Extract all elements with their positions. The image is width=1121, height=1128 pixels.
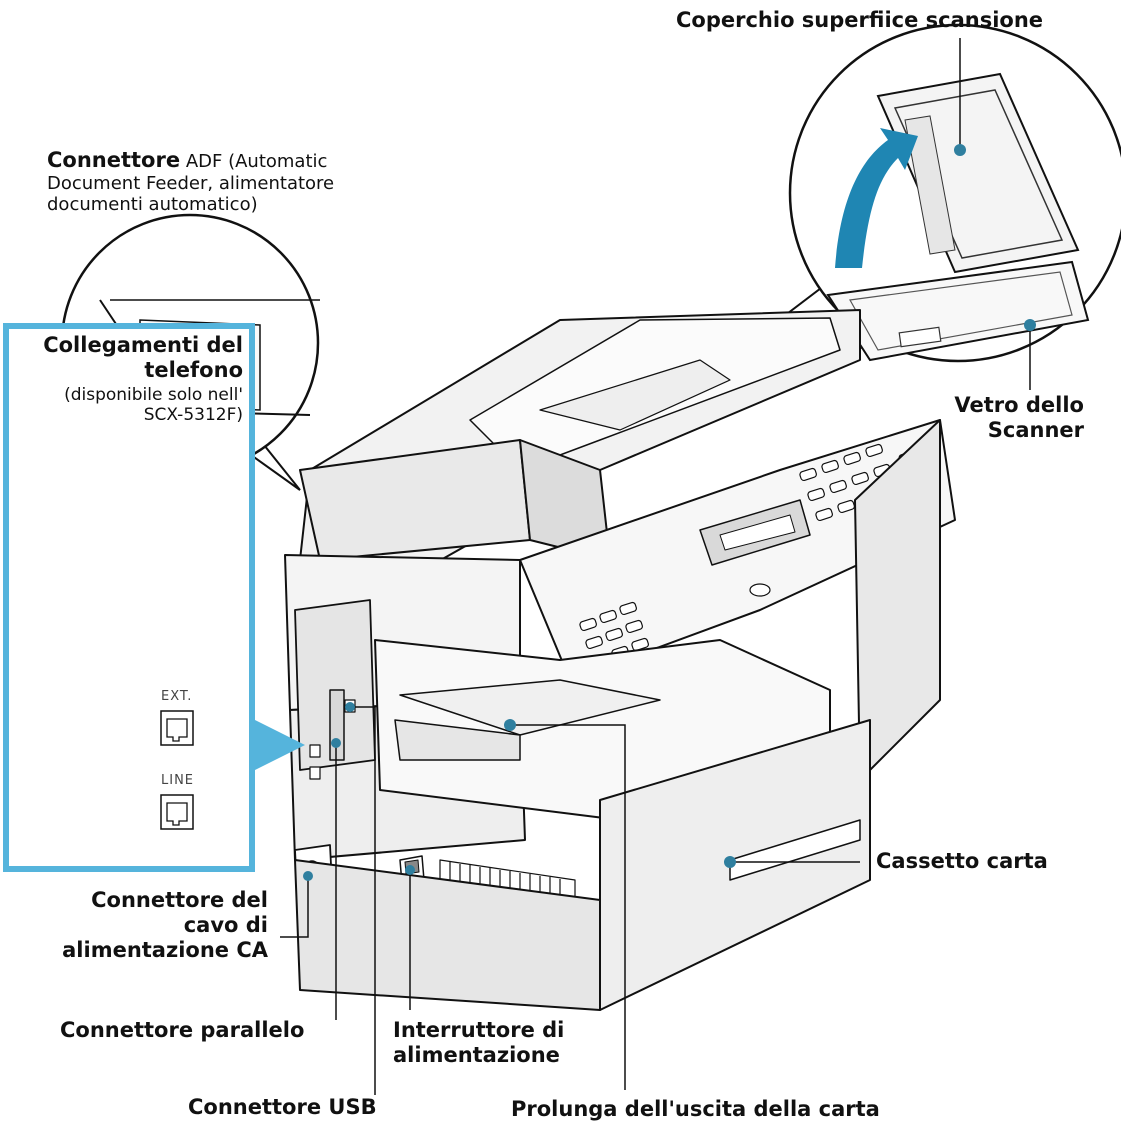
phone-title-line1: Collegamenti del xyxy=(43,333,243,357)
label-scan-cover: Coperchio superfiice scansione xyxy=(676,8,1044,32)
label-power-cord: Connettore del cavo di alimentazione CA xyxy=(20,888,268,962)
label-power-cord-line3: alimentazione CA xyxy=(62,937,268,962)
printer-body xyxy=(284,309,956,1011)
label-parallel-connector: Connettore parallelo xyxy=(60,1018,305,1042)
phone-jack-ext-icon xyxy=(160,710,194,746)
label-adf-connector: Connettore ADF (Automatic Document Feede… xyxy=(47,148,334,215)
phone-note-line1: (disponibile solo nell' xyxy=(64,385,243,405)
label-power-cord-line2: cavo di xyxy=(183,912,268,937)
label-glass-line2: Scanner xyxy=(987,417,1084,442)
phone-box-pointer xyxy=(255,720,305,770)
phone-title: Collegamenti del telefono xyxy=(9,333,243,383)
label-paper-tray: Cassetto carta xyxy=(876,849,1048,873)
port-ext-label: EXT. xyxy=(161,689,193,704)
label-switch-line2: alimentazione xyxy=(393,1042,560,1067)
scanner-inset xyxy=(699,23,1121,381)
label-glass-line1: Vetro dello xyxy=(954,393,1084,417)
label-adf-line2: Document Feeder, alimentatore xyxy=(47,172,335,194)
label-power-cord-line1: Connettore del xyxy=(91,888,268,912)
label-adf-line3: documenti automatico) xyxy=(47,194,258,215)
phone-note-line2: SCX-5312F) xyxy=(143,405,243,426)
label-scanner-glass: Vetro dello Scanner xyxy=(900,393,1084,443)
phone-title-line2: telefono xyxy=(144,357,243,382)
port-line-label: LINE xyxy=(161,773,195,788)
label-switch-line1: Interruttore di xyxy=(393,1018,565,1042)
phone-connections-box: Collegamenti del telefono (disponibile s… xyxy=(3,323,255,872)
label-exit-extension: Prolunga dell'uscita della carta xyxy=(511,1097,880,1121)
label-usb-connector: Connettore USB xyxy=(188,1095,377,1119)
callout-dots xyxy=(303,144,1036,881)
phone-jack-line-icon xyxy=(160,794,194,830)
phone-note: (disponibile solo nell' SCX-5312F) xyxy=(9,385,243,425)
callout-leaders xyxy=(280,38,1031,1095)
label-adf-title: Connettore xyxy=(47,148,181,172)
label-power-switch: Interruttore di alimentazione xyxy=(393,1018,564,1068)
label-adf-line1: ADF (Automatic xyxy=(185,151,328,172)
